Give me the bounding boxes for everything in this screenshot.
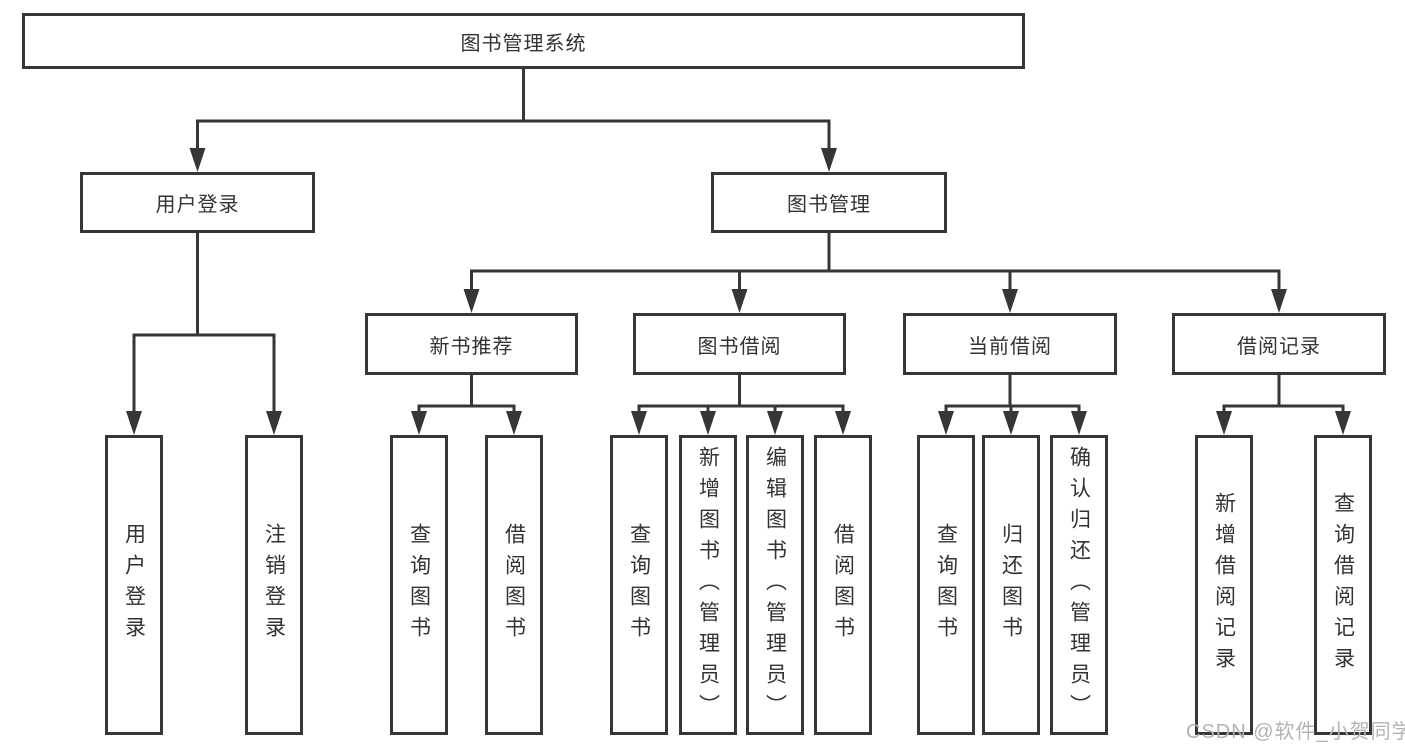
leaf-records-query-record: 查询借阅记录 bbox=[1314, 435, 1372, 735]
node-current-borrow: 当前借阅 bbox=[903, 313, 1117, 375]
watermark: CSDN @软件_小贺同学 bbox=[1186, 721, 1405, 743]
node-root-label: 图书管理系统 bbox=[460, 32, 587, 55]
leaf-records-query-record-label: 查询借阅记录 bbox=[1331, 492, 1355, 678]
leaf-borrow-borrow-books-label: 借阅图书 bbox=[831, 523, 855, 647]
leaf-current-return-books: 归还图书 bbox=[982, 435, 1040, 735]
leaf-current-query-books-label: 查询图书 bbox=[934, 523, 958, 647]
node-current-borrow-label: 当前借阅 bbox=[968, 335, 1052, 358]
node-book-borrow: 图书借阅 bbox=[633, 313, 846, 375]
node-book-management-label: 图书管理 bbox=[787, 194, 871, 216]
leaf-rec-borrow-books: 借阅图书 bbox=[485, 435, 543, 735]
leaf-rec-query-books: 查询图书 bbox=[390, 435, 448, 735]
leaf-borrow-query-books: 查询图书 bbox=[610, 435, 668, 735]
leaf-records-add-record-label: 新增借阅记录 bbox=[1212, 492, 1236, 678]
leaf-borrow-add-books-admin-label: 新增图书（管理员） bbox=[696, 445, 720, 725]
leaf-borrow-edit-books-admin-label: 编辑图书（管理员） bbox=[763, 445, 787, 725]
node-borrow-records: 借阅记录 bbox=[1172, 313, 1386, 375]
leaf-current-return-books-label: 归还图书 bbox=[999, 523, 1023, 647]
leaf-borrow-add-books-admin: 新增图书（管理员） bbox=[679, 435, 737, 735]
node-user-login-label: 用户登录 bbox=[155, 194, 240, 216]
leaf-borrow-borrow-books: 借阅图书 bbox=[814, 435, 872, 735]
leaf-rec-borrow-books-label: 借阅图书 bbox=[502, 523, 526, 647]
leaf-user-login-label: 用户登录 bbox=[122, 523, 146, 647]
leaf-current-query-books: 查询图书 bbox=[917, 435, 975, 735]
node-new-book-recommend: 新书推荐 bbox=[365, 313, 578, 375]
node-new-book-recommend-label: 新书推荐 bbox=[429, 335, 514, 358]
leaf-records-add-record: 新增借阅记录 bbox=[1195, 435, 1253, 735]
node-user-login: 用户登录 bbox=[80, 172, 315, 233]
leaf-logout-label: 注销登录 bbox=[262, 523, 286, 647]
leaf-current-confirm-return-admin: 确认归还（管理员） bbox=[1050, 435, 1108, 735]
arrowheads bbox=[126, 148, 1351, 435]
leaf-logout: 注销登录 bbox=[245, 435, 303, 735]
node-book-borrow-label: 图书借阅 bbox=[697, 335, 782, 358]
leaf-borrow-edit-books-admin: 编辑图书（管理员） bbox=[746, 435, 804, 735]
node-book-management: 图书管理 bbox=[711, 172, 947, 233]
leaf-user-login: 用户登录 bbox=[105, 435, 163, 735]
leaf-current-confirm-return-admin-label: 确认归还（管理员） bbox=[1067, 445, 1091, 725]
node-borrow-records-label: 借阅记录 bbox=[1237, 335, 1321, 358]
leaf-rec-query-books-label: 查询图书 bbox=[407, 523, 431, 647]
leaf-borrow-query-books-label: 查询图书 bbox=[627, 523, 651, 647]
node-root: 图书管理系统 bbox=[22, 13, 1025, 69]
